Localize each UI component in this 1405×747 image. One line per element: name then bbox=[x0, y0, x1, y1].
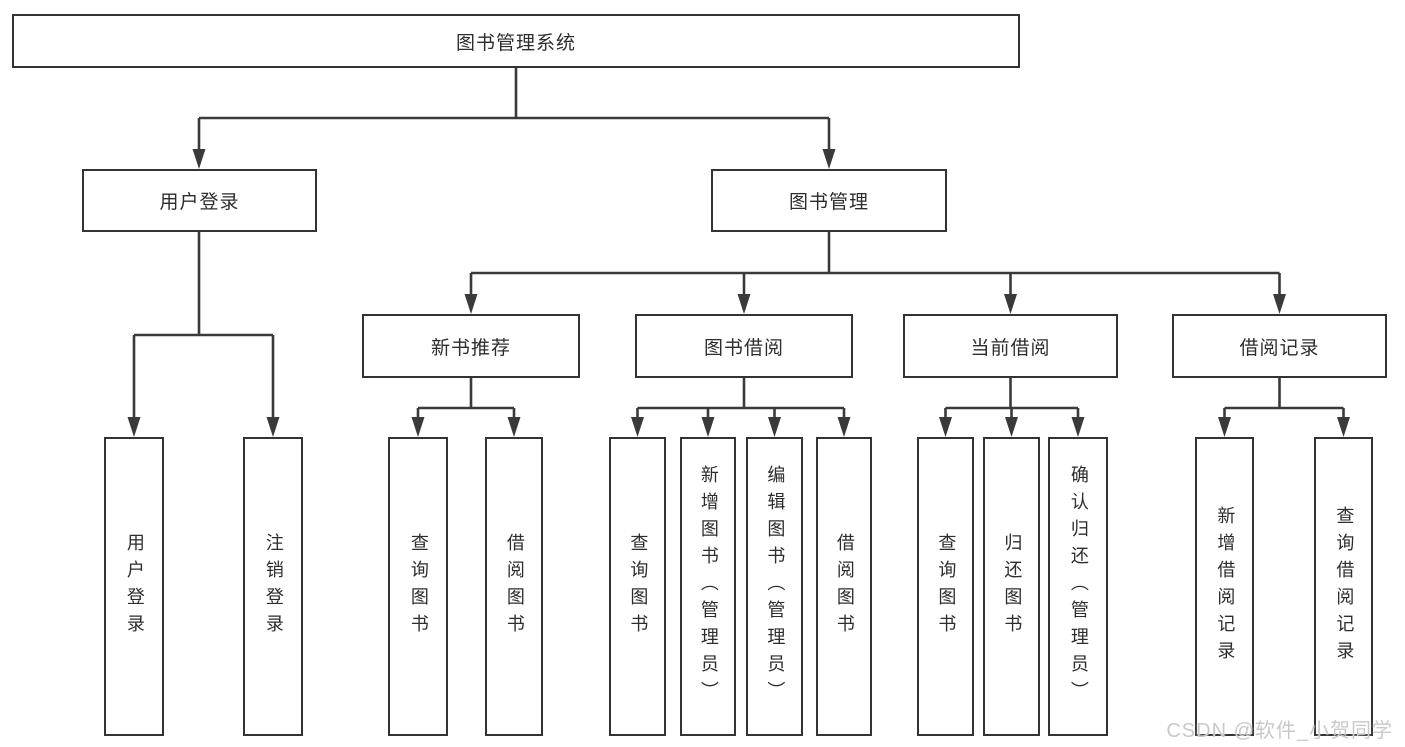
node-root: 图书管理系统 bbox=[12, 14, 1020, 68]
node-book-management-label: 图书管理 bbox=[788, 192, 869, 213]
node-query-borrow-record-label: 查询借阅记录 bbox=[1334, 505, 1355, 668]
csdn-watermark: CSDN @软件_小贺同学 bbox=[1166, 720, 1393, 742]
node-query-books-recommend-label: 查询图书 bbox=[408, 532, 429, 641]
node-confirm-return-admin-label: 确认归还（管理员） bbox=[1068, 465, 1089, 708]
node-book-borrow: 图书借阅 bbox=[635, 314, 853, 378]
node-user-login-action-label: 用户登录 bbox=[124, 532, 145, 641]
node-return-books: 归还图书 bbox=[983, 437, 1040, 736]
node-add-borrow-record: 新增借阅记录 bbox=[1195, 437, 1254, 736]
node-query-books-recommend: 查询图书 bbox=[388, 437, 448, 736]
node-borrow-records: 借阅记录 bbox=[1172, 314, 1387, 378]
node-user-login-action: 用户登录 bbox=[104, 437, 164, 736]
node-book-management: 图书管理 bbox=[711, 169, 947, 232]
node-query-books-current: 查询图书 bbox=[917, 437, 974, 736]
node-new-book-recommend-label: 新书推荐 bbox=[430, 337, 511, 359]
node-book-borrow-label: 图书借阅 bbox=[703, 337, 784, 359]
node-add-books-admin-label: 新增图书（管理员） bbox=[698, 465, 719, 708]
node-logout: 注销登录 bbox=[243, 437, 303, 736]
node-current-borrow-label: 当前借阅 bbox=[970, 337, 1051, 359]
node-query-books-borrow: 查询图书 bbox=[609, 437, 666, 736]
node-borrow-books-recommend-label: 借阅图书 bbox=[504, 532, 525, 641]
node-borrow-books-label: 借阅图书 bbox=[834, 532, 855, 641]
node-edit-books-admin-label: 编辑图书（管理员） bbox=[765, 465, 786, 708]
node-return-books-label: 归还图书 bbox=[1002, 532, 1023, 641]
node-borrow-records-label: 借阅记录 bbox=[1239, 337, 1320, 359]
node-borrow-books-recommend: 借阅图书 bbox=[485, 437, 543, 736]
node-borrow-books: 借阅图书 bbox=[816, 437, 872, 736]
node-query-borrow-record: 查询借阅记录 bbox=[1314, 437, 1373, 736]
node-add-borrow-record-label: 新增借阅记录 bbox=[1215, 505, 1236, 668]
node-query-books-borrow-label: 查询图书 bbox=[628, 532, 649, 641]
node-logout-label: 注销登录 bbox=[263, 532, 284, 641]
node-user-login-label: 用户登录 bbox=[159, 192, 240, 213]
node-edit-books-admin: 编辑图书（管理员） bbox=[746, 437, 803, 736]
node-current-borrow: 当前借阅 bbox=[903, 314, 1118, 378]
node-new-book-recommend: 新书推荐 bbox=[362, 314, 580, 378]
node-root-label: 图书管理系统 bbox=[455, 32, 576, 54]
node-query-books-current-label: 查询图书 bbox=[936, 532, 957, 641]
node-confirm-return-admin: 确认归还（管理员） bbox=[1048, 437, 1108, 736]
node-add-books-admin: 新增图书（管理员） bbox=[680, 437, 736, 736]
node-user-login: 用户登录 bbox=[82, 169, 317, 232]
